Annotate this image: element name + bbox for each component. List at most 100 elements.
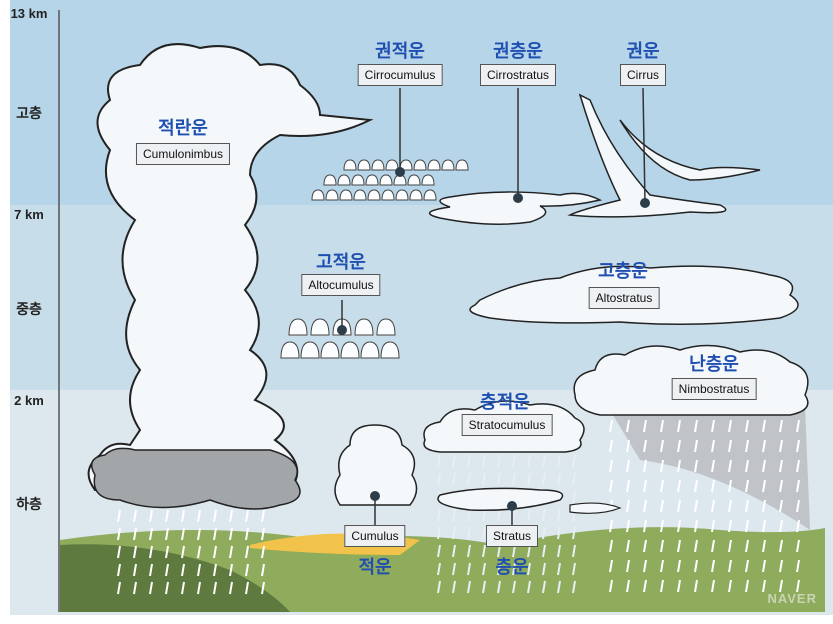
rain-streak	[557, 526, 561, 540]
rain-streak	[452, 526, 456, 540]
altitude-13km: 13 km	[10, 6, 48, 21]
cirrostratus-korean: 권층운	[493, 41, 543, 62]
rain-streak	[181, 545, 185, 559]
rain-streak	[796, 439, 800, 453]
rain-streak	[643, 559, 647, 573]
rain-streak	[542, 526, 546, 540]
rain-streak	[482, 526, 486, 540]
altocumulus-label: Altocumulus	[301, 274, 381, 296]
layer-high: 고층	[16, 105, 42, 121]
rain-streak	[229, 563, 233, 577]
rain-streak	[779, 559, 783, 573]
rain-streak	[165, 509, 169, 523]
rain-streak	[728, 439, 732, 453]
rain-streak	[133, 509, 137, 523]
rain-streak	[261, 581, 265, 595]
cirrocumulus-puffs	[311, 159, 469, 201]
rain-streak	[245, 545, 249, 559]
rain-streak	[677, 539, 681, 553]
rain-streak	[213, 563, 217, 577]
cirrocumulus-puff	[339, 189, 353, 201]
rain-streak	[133, 563, 137, 577]
cirrus-label: Cirrus	[620, 64, 666, 86]
rain-streak	[261, 545, 265, 559]
rain-streak	[149, 527, 153, 541]
cirrostratus-label: Cirrostratus	[479, 64, 557, 86]
rain-streak	[609, 579, 613, 593]
rain-streak	[133, 527, 137, 541]
rain-streak	[711, 539, 715, 553]
rain-streak	[557, 454, 561, 468]
rain-streak	[497, 472, 501, 486]
rain-streak	[711, 439, 715, 453]
rain-streak	[213, 545, 217, 559]
rain-streak	[796, 539, 800, 553]
rain-streak	[626, 479, 630, 493]
rain-streak	[572, 580, 576, 594]
rain-streak	[213, 527, 217, 541]
cirrocumulus-puff	[455, 159, 469, 171]
rain-streak	[745, 419, 749, 433]
rain-streak	[779, 499, 783, 513]
rain-streak	[437, 544, 441, 558]
rain-streak	[497, 544, 501, 558]
rain-streak	[626, 499, 630, 513]
rain-streak	[745, 539, 749, 553]
rain-streak	[452, 508, 456, 522]
rain-streak	[779, 439, 783, 453]
altocumulus-puffs	[280, 318, 400, 359]
rain-streak	[557, 580, 561, 594]
rain-streak	[796, 419, 800, 433]
rain-streak	[467, 472, 471, 486]
rain-streak	[626, 439, 630, 453]
rain-streak	[181, 509, 185, 523]
rain-streak	[557, 562, 561, 576]
layer-low: 하층	[16, 496, 42, 512]
rain-streak	[213, 581, 217, 595]
cirrus-korean: 권운	[626, 41, 660, 62]
cirrocumulus-puff	[323, 174, 337, 186]
rain-streak	[745, 559, 749, 573]
rain-streak	[694, 559, 698, 573]
cirrocumulus-puff	[381, 189, 395, 201]
rain-streak	[796, 519, 800, 533]
rain-streak	[229, 527, 233, 541]
rain-streak	[467, 580, 471, 594]
altostratus-label: Altostratus	[588, 287, 660, 309]
rain-streak	[677, 559, 681, 573]
rain-streak	[197, 509, 201, 523]
rain-streak	[165, 527, 169, 541]
rain-streak	[497, 454, 501, 468]
rain-streak	[609, 539, 613, 553]
rain-streak	[796, 579, 800, 593]
rain-streak	[452, 580, 456, 594]
rain-streak	[694, 479, 698, 493]
rain-streak	[542, 508, 546, 522]
rain-streak	[609, 479, 613, 493]
rain-streak	[512, 580, 516, 594]
rain-streak	[711, 579, 715, 593]
rain-streak	[181, 581, 185, 595]
rain-streak	[452, 544, 456, 558]
rain-streak	[745, 459, 749, 473]
rain-streak	[245, 581, 249, 595]
altocumulus-puff	[300, 341, 320, 359]
rain-streak	[660, 419, 664, 433]
rain-streak	[694, 419, 698, 433]
cirrocumulus-puff	[367, 189, 381, 201]
rain-streak	[711, 559, 715, 573]
rain-streak	[694, 499, 698, 513]
altocumulus-puff	[354, 318, 374, 336]
rain-streak	[660, 579, 664, 593]
rain-streak	[762, 479, 766, 493]
rain-streak	[609, 519, 613, 533]
rain-streak	[572, 562, 576, 576]
rain-streak	[694, 539, 698, 553]
rain-streak	[482, 544, 486, 558]
altocumulus-puff	[376, 318, 396, 336]
rain-streak	[261, 563, 265, 577]
rain-streak	[437, 580, 441, 594]
rain-streak	[482, 454, 486, 468]
stratus-label: Stratus	[485, 525, 539, 547]
rain-streak	[527, 472, 531, 486]
